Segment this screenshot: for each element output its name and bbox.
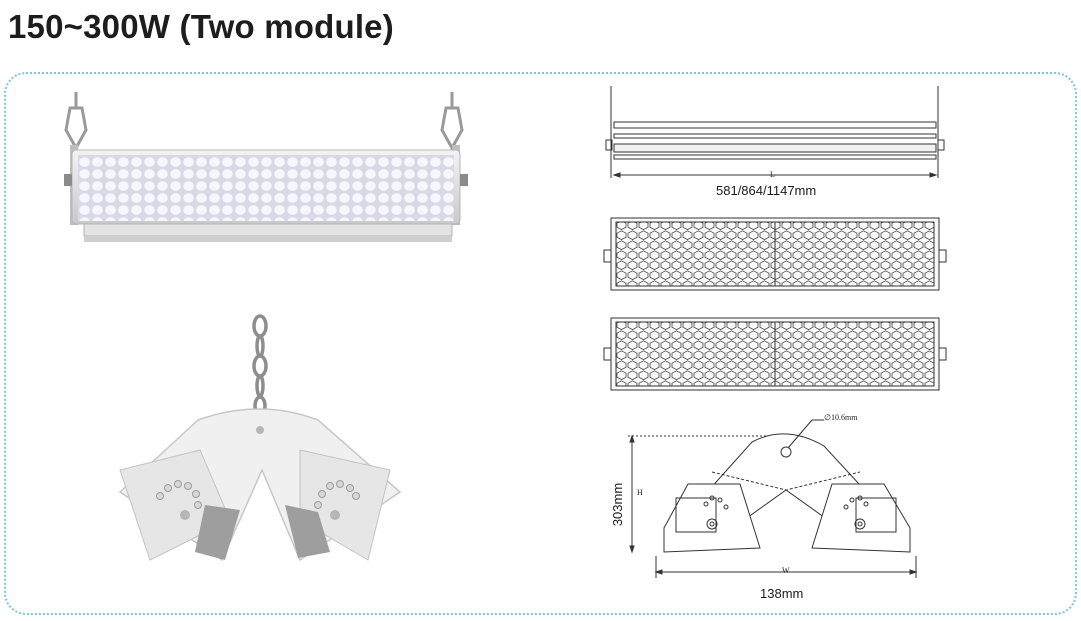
page-title: 150~300W (Two module) xyxy=(8,8,394,45)
width-value: 138mm xyxy=(760,586,804,601)
v-fixture-photo xyxy=(118,314,402,562)
height-mark: H xyxy=(637,488,643,497)
length-value: 581/864/1147mm xyxy=(716,183,817,198)
side-view-drawing xyxy=(605,86,945,178)
fixture-photo xyxy=(64,92,468,242)
chain xyxy=(252,314,268,417)
length-mark: L xyxy=(770,170,775,179)
product-frame xyxy=(4,72,1077,615)
hook-right xyxy=(440,92,464,152)
width-mark: W xyxy=(782,566,790,575)
hole-diameter-label: ∅10.6mm xyxy=(824,413,858,422)
height-value: 303mm xyxy=(610,482,626,527)
top-view-drawing xyxy=(603,217,947,391)
hook-left xyxy=(64,92,88,152)
end-view-drawing xyxy=(628,419,918,578)
